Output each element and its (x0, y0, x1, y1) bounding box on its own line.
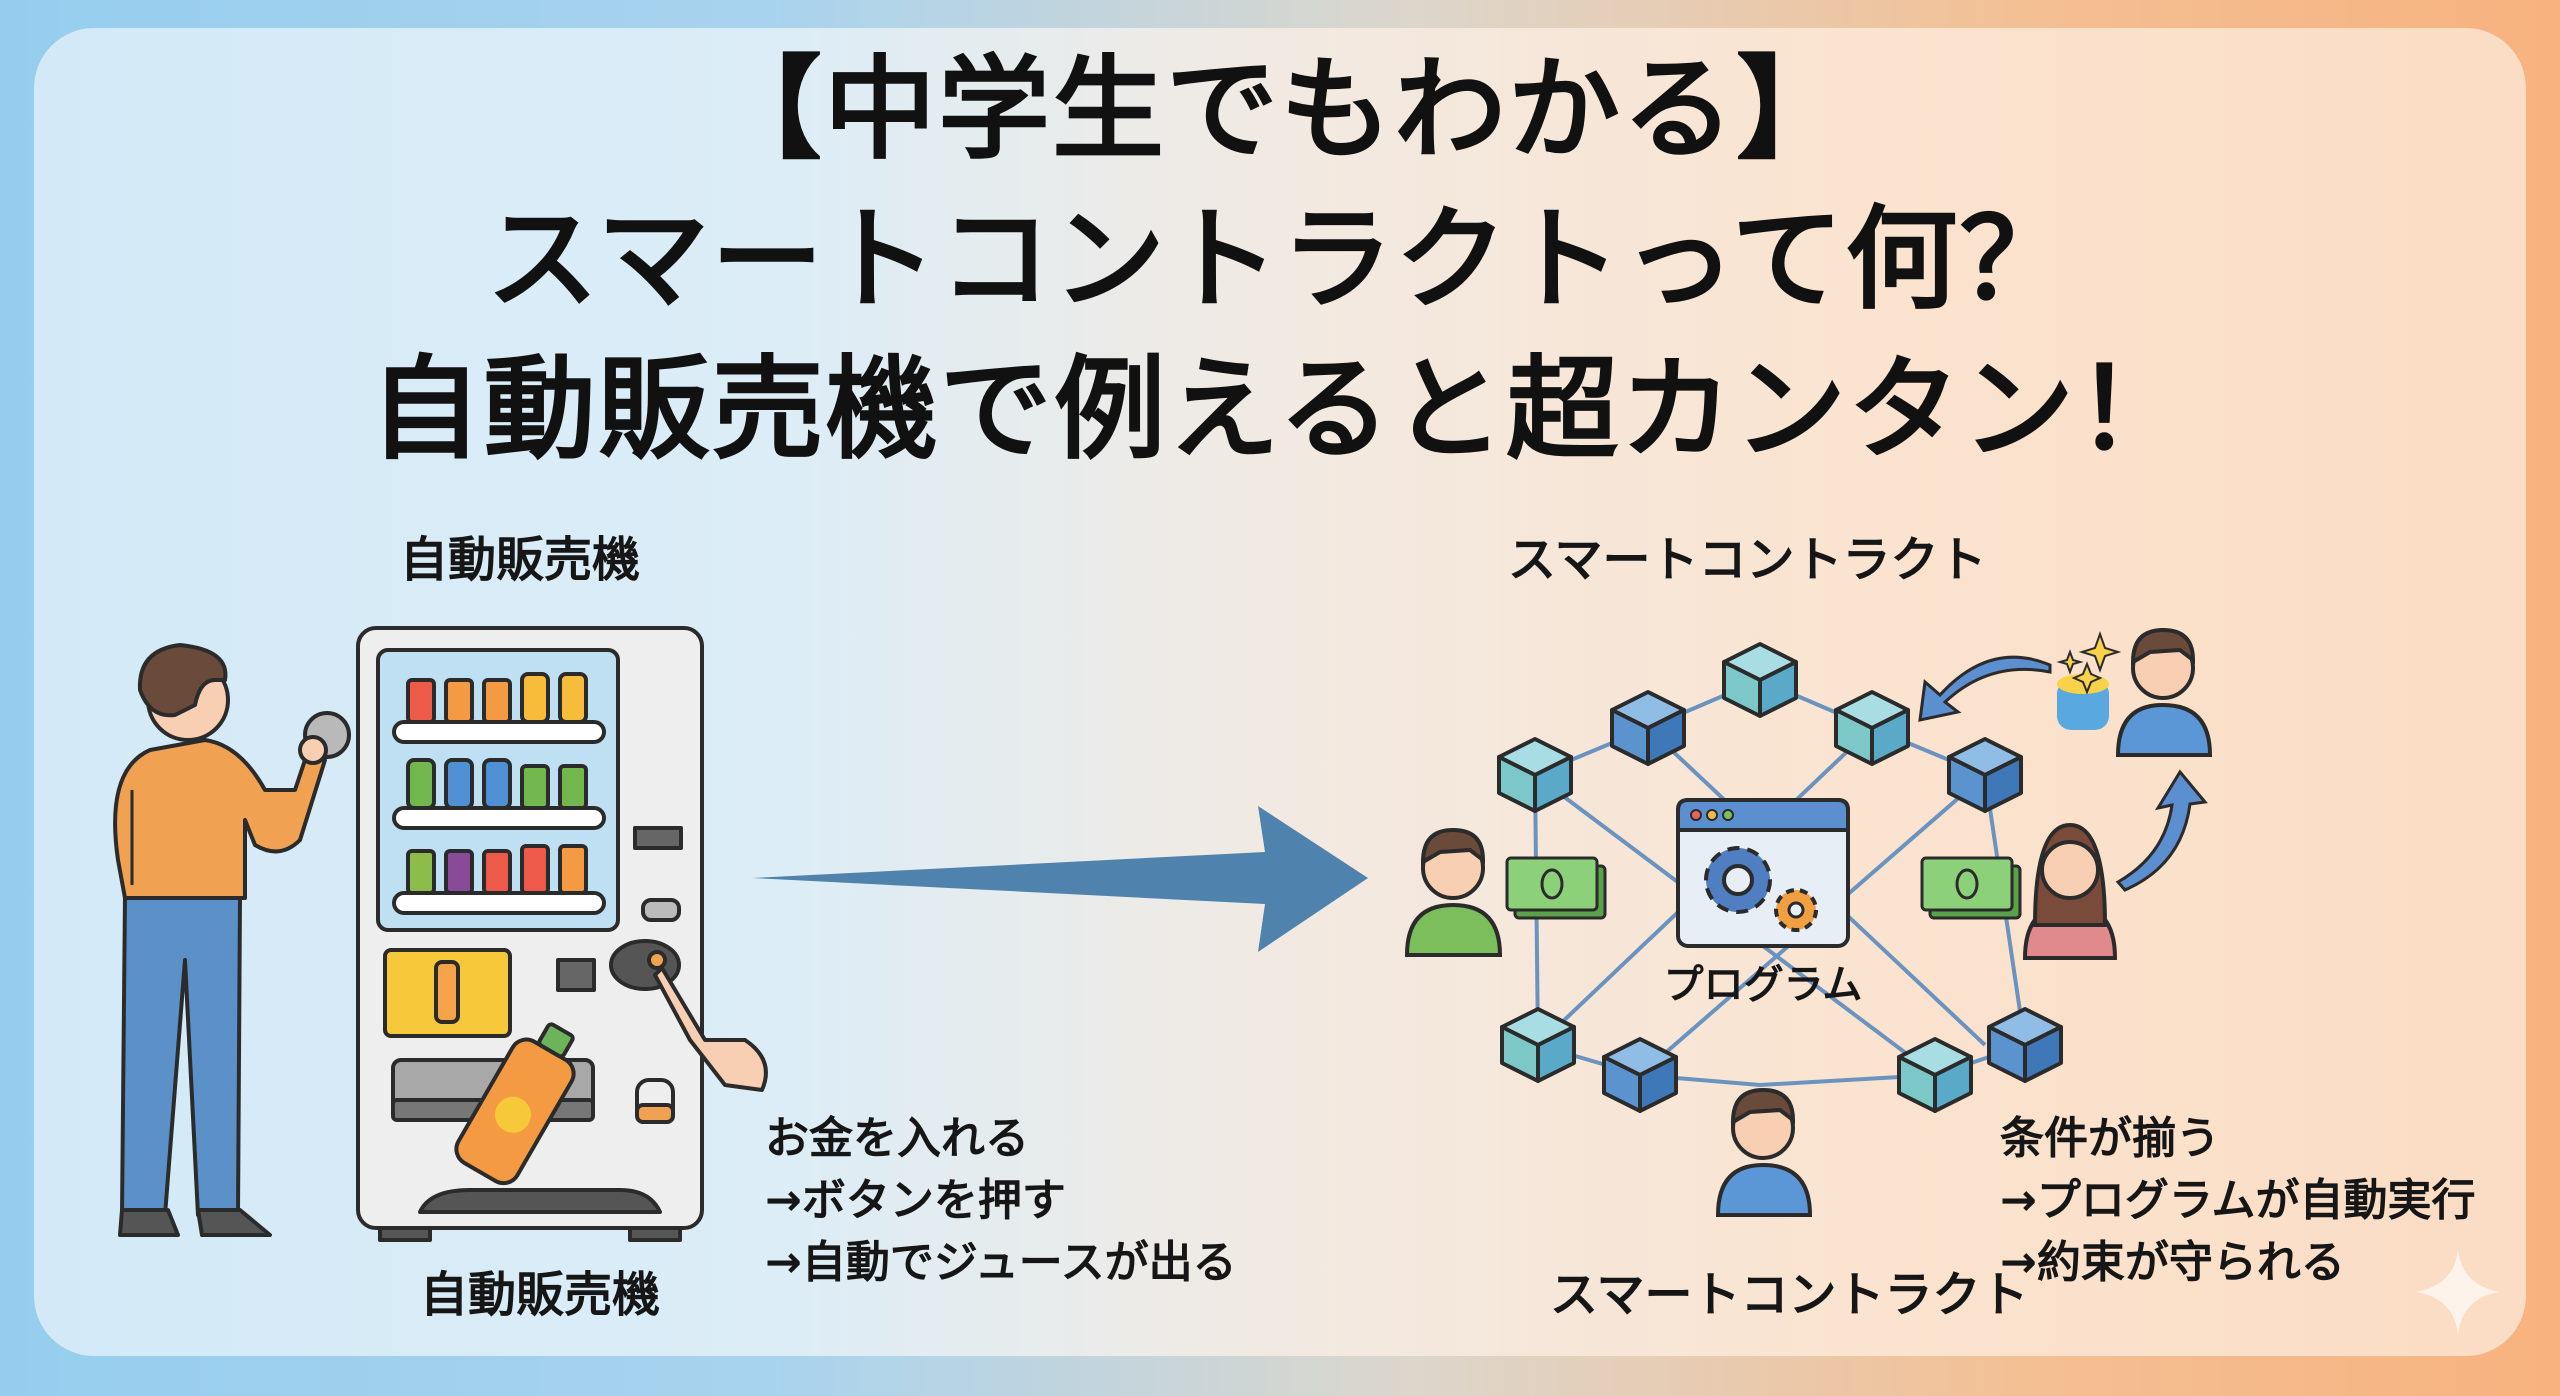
block-cube-icon (1947, 737, 2023, 813)
money-bill-left-icon (1505, 856, 1607, 920)
smart-contract-heading: スマートコントラクト (1508, 532, 1987, 588)
person-blue-top-icon (2115, 627, 2213, 757)
curved-arrow-left-icon (1918, 655, 2052, 722)
vending-caption: 自動販売機 (420, 1267, 661, 1323)
block-cube-icon (1722, 642, 1798, 718)
smart-contract-step: →プログラムが自動実行 (2000, 1175, 2476, 1226)
corner-sparkle-icon (2416, 1250, 2500, 1335)
smart-contract-step: →約束が守られる (2000, 1237, 2345, 1288)
gear-blue-icon (1704, 846, 1772, 914)
gear-orange-icon (1774, 888, 1818, 932)
smart-contract-caption: スマートコントラクト (1550, 1267, 2029, 1323)
vending-step: →ボタンを押す (765, 1175, 1066, 1226)
block-cube-icon (1500, 1007, 1576, 1083)
title-line-1: 【中学生でもわかる】 (710, 45, 1850, 175)
vending-machine-icon (356, 626, 768, 1242)
block-cube-icon (1602, 1037, 1678, 1113)
block-cube-icon (1497, 737, 1573, 813)
smart-contract-steps: 条件が揃う →プログラムが自動実行 →約束が守られる (2000, 1108, 2476, 1294)
sparkle-icon (2056, 631, 2122, 695)
person-green-icon (1404, 827, 1503, 957)
block-cube-icon (1897, 1037, 1973, 1113)
smart-contract-step: 条件が揃う (2000, 1113, 2220, 1164)
title-line-2: スマートコントラクトって何？ (486, 195, 2074, 325)
program-label: プログラム (1664, 962, 1863, 1008)
person-pink-icon (2022, 822, 2118, 960)
vending-steps: お金を入れる →ボタンを押す →自動でジュースが出る (765, 1108, 1237, 1294)
vending-step: →自動でジュースが出る (765, 1237, 1237, 1288)
arrow-right-icon (752, 806, 1368, 952)
block-cube-icon (1610, 690, 1686, 766)
vending-step: お金を入れる (765, 1113, 1029, 1164)
vending-heading: 自動販売機 (400, 532, 641, 588)
title-line-3: 自動販売機で例えると超カンタン！ (369, 345, 2191, 475)
block-cube-icon (1987, 1007, 2063, 1083)
curved-arrow-up-icon (2115, 769, 2208, 892)
person-inserting-coin-icon (113, 643, 351, 1237)
blockchain-cubes (1497, 642, 2063, 1113)
block-cube-icon (1834, 690, 1910, 766)
money-bill-right-icon (1920, 856, 2022, 920)
person-blue-bottom-icon (1715, 1087, 1813, 1217)
